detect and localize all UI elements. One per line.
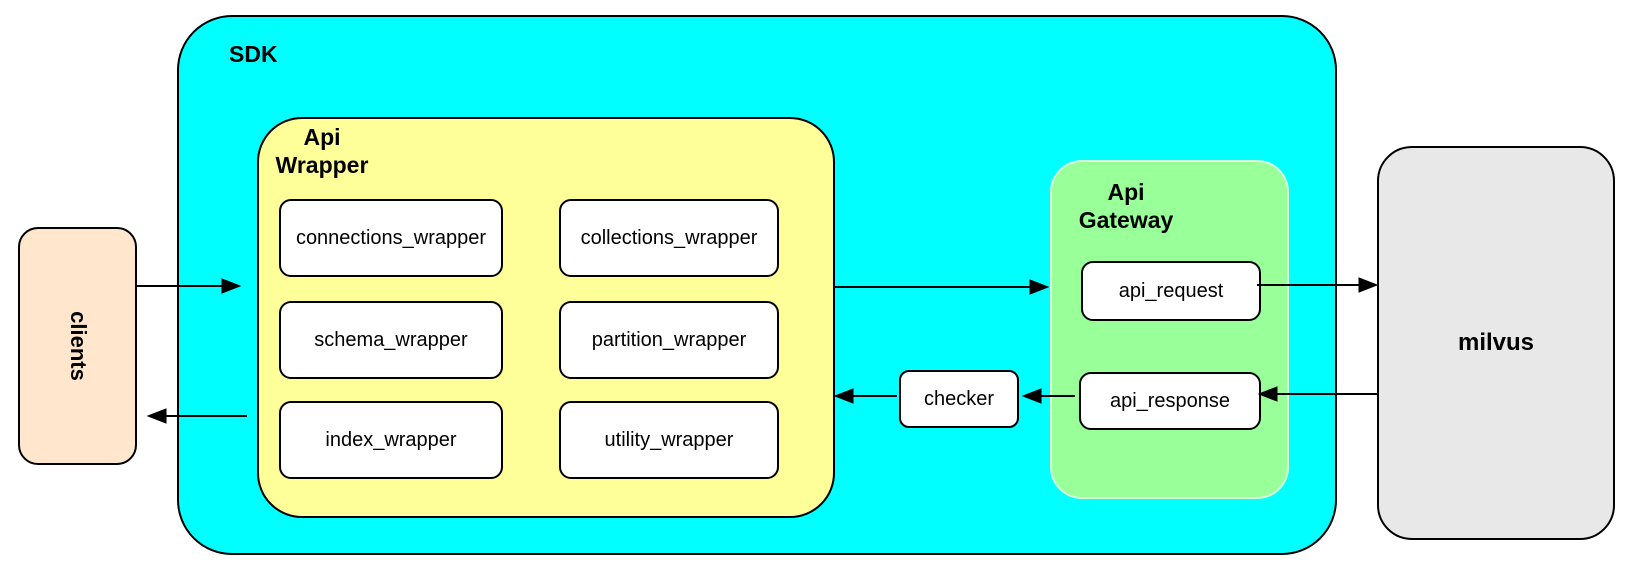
schema-wrapper-node: schema_wrapper [279,301,503,379]
api-wrapper-label: Api Wrapper [275,124,369,178]
api-gateway-container: Api Gateway api_request api_response [1050,160,1289,499]
clients-node: clients [18,227,137,465]
api-response-node: api_response [1079,372,1261,430]
checker-node: checker [899,370,1019,428]
api-gateway-label: Api Gateway [1078,179,1174,233]
partition-wrapper-node: partition_wrapper [559,301,779,379]
milvus-node: milvus [1377,146,1615,540]
sdk-container: SDK Api Wrapper connections_wrapper coll… [177,15,1337,555]
api-request-node: api_request [1081,261,1261,321]
sdk-label: SDK [229,41,278,67]
index-wrapper-node: index_wrapper [279,401,503,479]
api-wrapper-container: Api Wrapper connections_wrapper collecti… [257,117,835,518]
utility-wrapper-node: utility_wrapper [559,401,779,479]
collections-wrapper-node: collections_wrapper [559,199,779,277]
connections-wrapper-node: connections_wrapper [279,199,503,277]
milvus-label: milvus [1457,329,1535,356]
clients-label: clients [65,311,91,381]
